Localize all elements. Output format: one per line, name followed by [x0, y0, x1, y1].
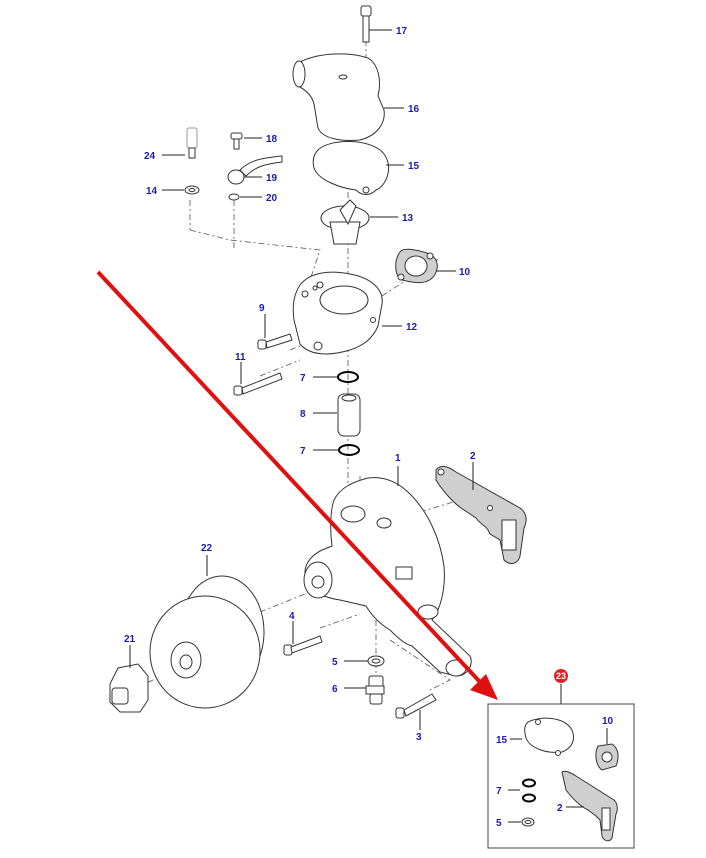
housing-gasket-10[interactable]: [395, 248, 456, 284]
callout-10[interactable]: 10: [459, 267, 471, 278]
callout-7-upper[interactable]: 7: [300, 373, 306, 384]
callout-7-lower[interactable]: 7: [300, 446, 306, 457]
o-ring-7-upper[interactable]: [313, 371, 359, 383]
axis-line: [389, 639, 451, 691]
callout-22[interactable]: 22: [201, 543, 213, 554]
kit-o-rings-7[interactable]: [508, 778, 536, 803]
connector-sleeve-8[interactable]: [313, 393, 361, 437]
axis-line: [259, 587, 321, 613]
kit-callout-7[interactable]: 7: [496, 786, 502, 797]
thermostat-13[interactable]: [320, 199, 398, 245]
bolt-3[interactable]: [395, 693, 437, 730]
banjo-bolt-18[interactable]: [230, 132, 262, 150]
callout-19[interactable]: 19: [266, 173, 278, 184]
thermostat-housing-9[interactable]: [292, 271, 402, 355]
callout-1[interactable]: 1: [395, 453, 401, 464]
kit-gasket-2[interactable]: [561, 770, 618, 842]
kit-callout-10[interactable]: 10: [602, 716, 614, 727]
outlet-elbow-16[interactable]: [292, 53, 404, 141]
sealing-washer-14[interactable]: [162, 185, 200, 195]
callout-15[interactable]: 15: [408, 161, 420, 172]
callout-24[interactable]: 24: [144, 151, 156, 162]
callout-21[interactable]: 21: [124, 634, 136, 645]
callout-9[interactable]: 12: [406, 322, 418, 333]
nut-21[interactable]: [109, 645, 149, 713]
bolt-12[interactable]: [257, 314, 293, 350]
bolt-11[interactable]: [233, 362, 283, 396]
temperature-sender-24[interactable]: [162, 127, 198, 159]
bolt-17[interactable]: [360, 5, 392, 43]
callout-11[interactable]: 11: [235, 352, 246, 363]
axis-line: [319, 613, 361, 629]
callout-6[interactable]: 6: [332, 684, 338, 695]
o-ring-7-lower[interactable]: [313, 444, 360, 456]
callout-3[interactable]: 3: [416, 732, 422, 743]
pump-gasket-2[interactable]: [435, 462, 527, 564]
elbow-gasket-15[interactable]: [312, 140, 404, 195]
red-pointer-arrow: [96, 270, 498, 700]
pulley-22[interactable]: [149, 555, 265, 709]
axis-line: [289, 345, 301, 351]
banjo-fitting-19[interactable]: [227, 155, 283, 185]
kit-callout-5: 5: [496, 818, 502, 829]
kit-badge: [554, 669, 568, 683]
callout-13[interactable]: 13: [402, 213, 414, 224]
bolt-4[interactable]: [283, 621, 323, 656]
plug-6[interactable]: [344, 675, 385, 705]
callout-12[interactable]: 9: [259, 303, 265, 314]
kit-gasket-10[interactable]: [595, 728, 619, 771]
callout-4[interactable]: 4: [289, 611, 295, 622]
kit-washer-5[interactable]: [508, 817, 535, 827]
callout-18[interactable]: 18: [266, 134, 278, 145]
kit-callout-2[interactable]: 2: [557, 803, 563, 814]
washer-5[interactable]: [344, 655, 385, 667]
kit-gasket-15[interactable]: [510, 717, 575, 756]
callout-16[interactable]: 16: [408, 104, 420, 115]
callout-5[interactable]: 5: [332, 657, 338, 668]
callout-14[interactable]: 14: [146, 186, 158, 197]
callout-17[interactable]: 17: [396, 26, 408, 37]
callout-2[interactable]: 2: [470, 451, 476, 462]
callout-8[interactable]: 8: [300, 409, 306, 420]
kit-callout-15[interactable]: 15: [496, 735, 508, 746]
axis-line: [189, 229, 321, 281]
washer-20[interactable]: [228, 193, 262, 201]
callout-20[interactable]: 20: [266, 193, 278, 204]
kit-badge-number: 23: [556, 671, 566, 681]
